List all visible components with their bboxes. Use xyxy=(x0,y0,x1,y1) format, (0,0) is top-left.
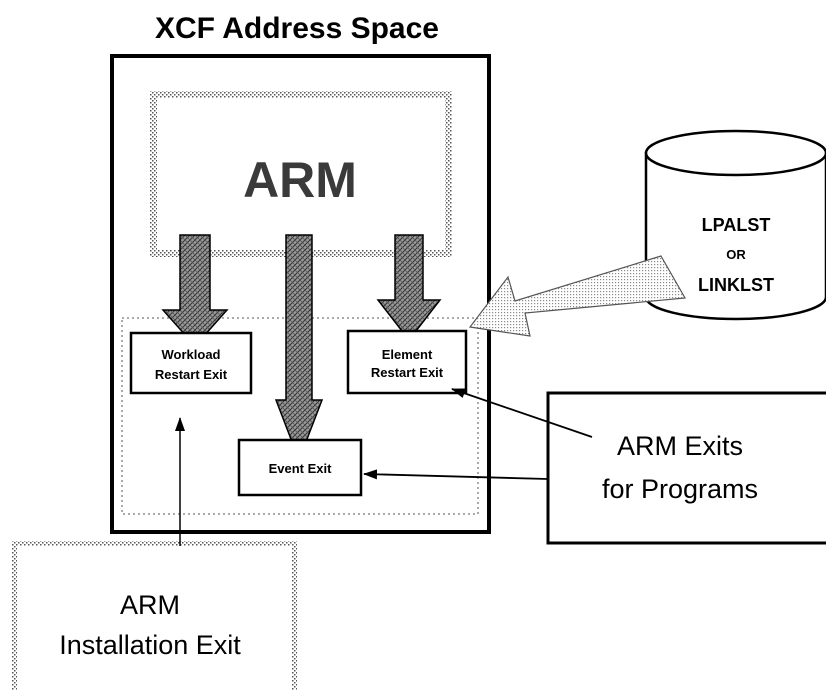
arm-to-workload-arrow xyxy=(161,234,229,348)
workload-exit-line2: Restart Exit xyxy=(155,367,228,382)
database-line2: OR xyxy=(726,247,746,262)
database-line1: LPALST xyxy=(702,215,771,235)
programs-to-element-arrow xyxy=(451,388,593,438)
xcf-address-space-box xyxy=(110,54,491,534)
workload-exit-line1: Workload xyxy=(162,347,221,362)
database-line3: LINKLST xyxy=(698,275,774,295)
programs-to-event-arrow xyxy=(363,469,549,480)
event-exit-box xyxy=(237,438,363,497)
arm-box xyxy=(157,98,445,250)
event-exit-label: Event Exit xyxy=(269,461,333,476)
element-restart-exit-box xyxy=(346,329,468,395)
arm-to-event-arrow xyxy=(274,234,324,463)
diagram-title: XCF Address Space xyxy=(155,12,439,45)
database-cylinder-top xyxy=(644,129,826,177)
arm-exits-programs-box xyxy=(546,391,826,545)
arm-exits-programs-line2: for Programs xyxy=(602,474,758,504)
installation-exit-box xyxy=(17,546,292,690)
arm-to-element-arrow xyxy=(376,234,442,342)
installation-exit-line2: Installation Exit xyxy=(59,630,241,660)
database-to-element-arrow xyxy=(468,255,686,337)
exits-region xyxy=(121,317,479,515)
element-exit-line2: Restart Exit xyxy=(371,365,444,380)
database-cylinder-body xyxy=(644,151,826,321)
arm-exits-programs-line1: ARM Exits xyxy=(617,431,743,461)
workload-restart-exit-box xyxy=(129,331,253,395)
element-exit-line1: Element xyxy=(382,347,433,362)
arm-box-label: ARM xyxy=(243,152,357,208)
installation-exit-line1: ARM xyxy=(120,590,180,620)
